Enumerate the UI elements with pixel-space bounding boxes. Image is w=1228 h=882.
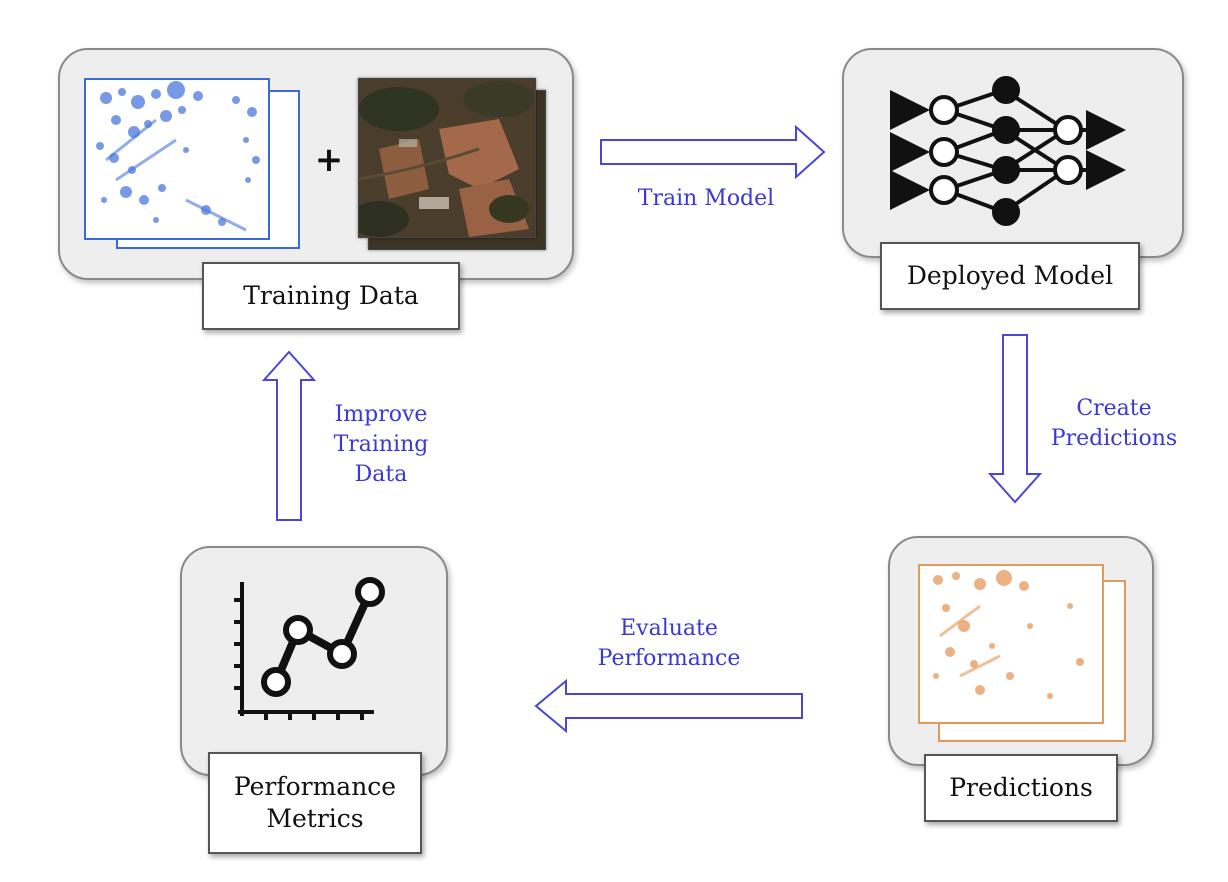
blue-mask-texture bbox=[96, 81, 260, 232]
create-predictions-label: Create Predictions bbox=[1044, 394, 1184, 454]
satellite-texture bbox=[359, 79, 535, 237]
evaluate-performance-line1: Evaluate bbox=[620, 616, 718, 641]
neural-network-icon bbox=[890, 76, 1126, 226]
performance-metrics-text-line1: Performance bbox=[233, 772, 397, 801]
line-chart-icon bbox=[234, 577, 385, 720]
orange-mask-texture bbox=[933, 570, 1084, 699]
evaluate-performance-label: Evaluate Performance bbox=[584, 614, 754, 674]
training-data-label: Training Data bbox=[202, 262, 460, 330]
create-predictions-line1: Create bbox=[1076, 396, 1152, 421]
plus-sign: + bbox=[314, 140, 344, 180]
train-model-label: Train Model bbox=[606, 184, 806, 214]
create-predictions-line2: Predictions bbox=[1050, 426, 1178, 451]
satellite-image-front bbox=[358, 78, 536, 238]
train-model-arrow bbox=[600, 124, 826, 180]
performance-metrics-text-line2: Metrics bbox=[266, 804, 364, 833]
improve-training-data-arrow bbox=[261, 350, 317, 521]
predictions-mask-stack bbox=[918, 564, 1128, 744]
satellite-image-stack bbox=[358, 78, 548, 253]
training-mask-stack bbox=[84, 78, 304, 253]
training-data-text: Training Data bbox=[243, 281, 419, 310]
improve-training-data-label: Improve Training Data bbox=[318, 400, 444, 490]
improve-training-data-line1: Improve bbox=[334, 402, 428, 427]
performance-metrics-label: Performance Metrics bbox=[208, 752, 422, 854]
predictions-label: Predictions bbox=[924, 754, 1118, 822]
train-model-text: Train Model bbox=[637, 186, 775, 211]
performance-metrics-panel bbox=[180, 546, 448, 776]
evaluate-performance-line2: Performance bbox=[597, 646, 741, 671]
evaluate-performance-arrow bbox=[534, 678, 803, 734]
training-mask-front bbox=[84, 78, 270, 240]
predictions-mask-front bbox=[918, 564, 1104, 724]
deployed-model-text: Deployed Model bbox=[906, 261, 1114, 290]
improve-training-data-line2: Training bbox=[333, 432, 429, 457]
create-predictions-arrow bbox=[987, 334, 1043, 504]
predictions-text: Predictions bbox=[949, 773, 1093, 802]
deployed-model-label: Deployed Model bbox=[880, 242, 1140, 310]
improve-training-data-line3: Data bbox=[354, 462, 408, 487]
